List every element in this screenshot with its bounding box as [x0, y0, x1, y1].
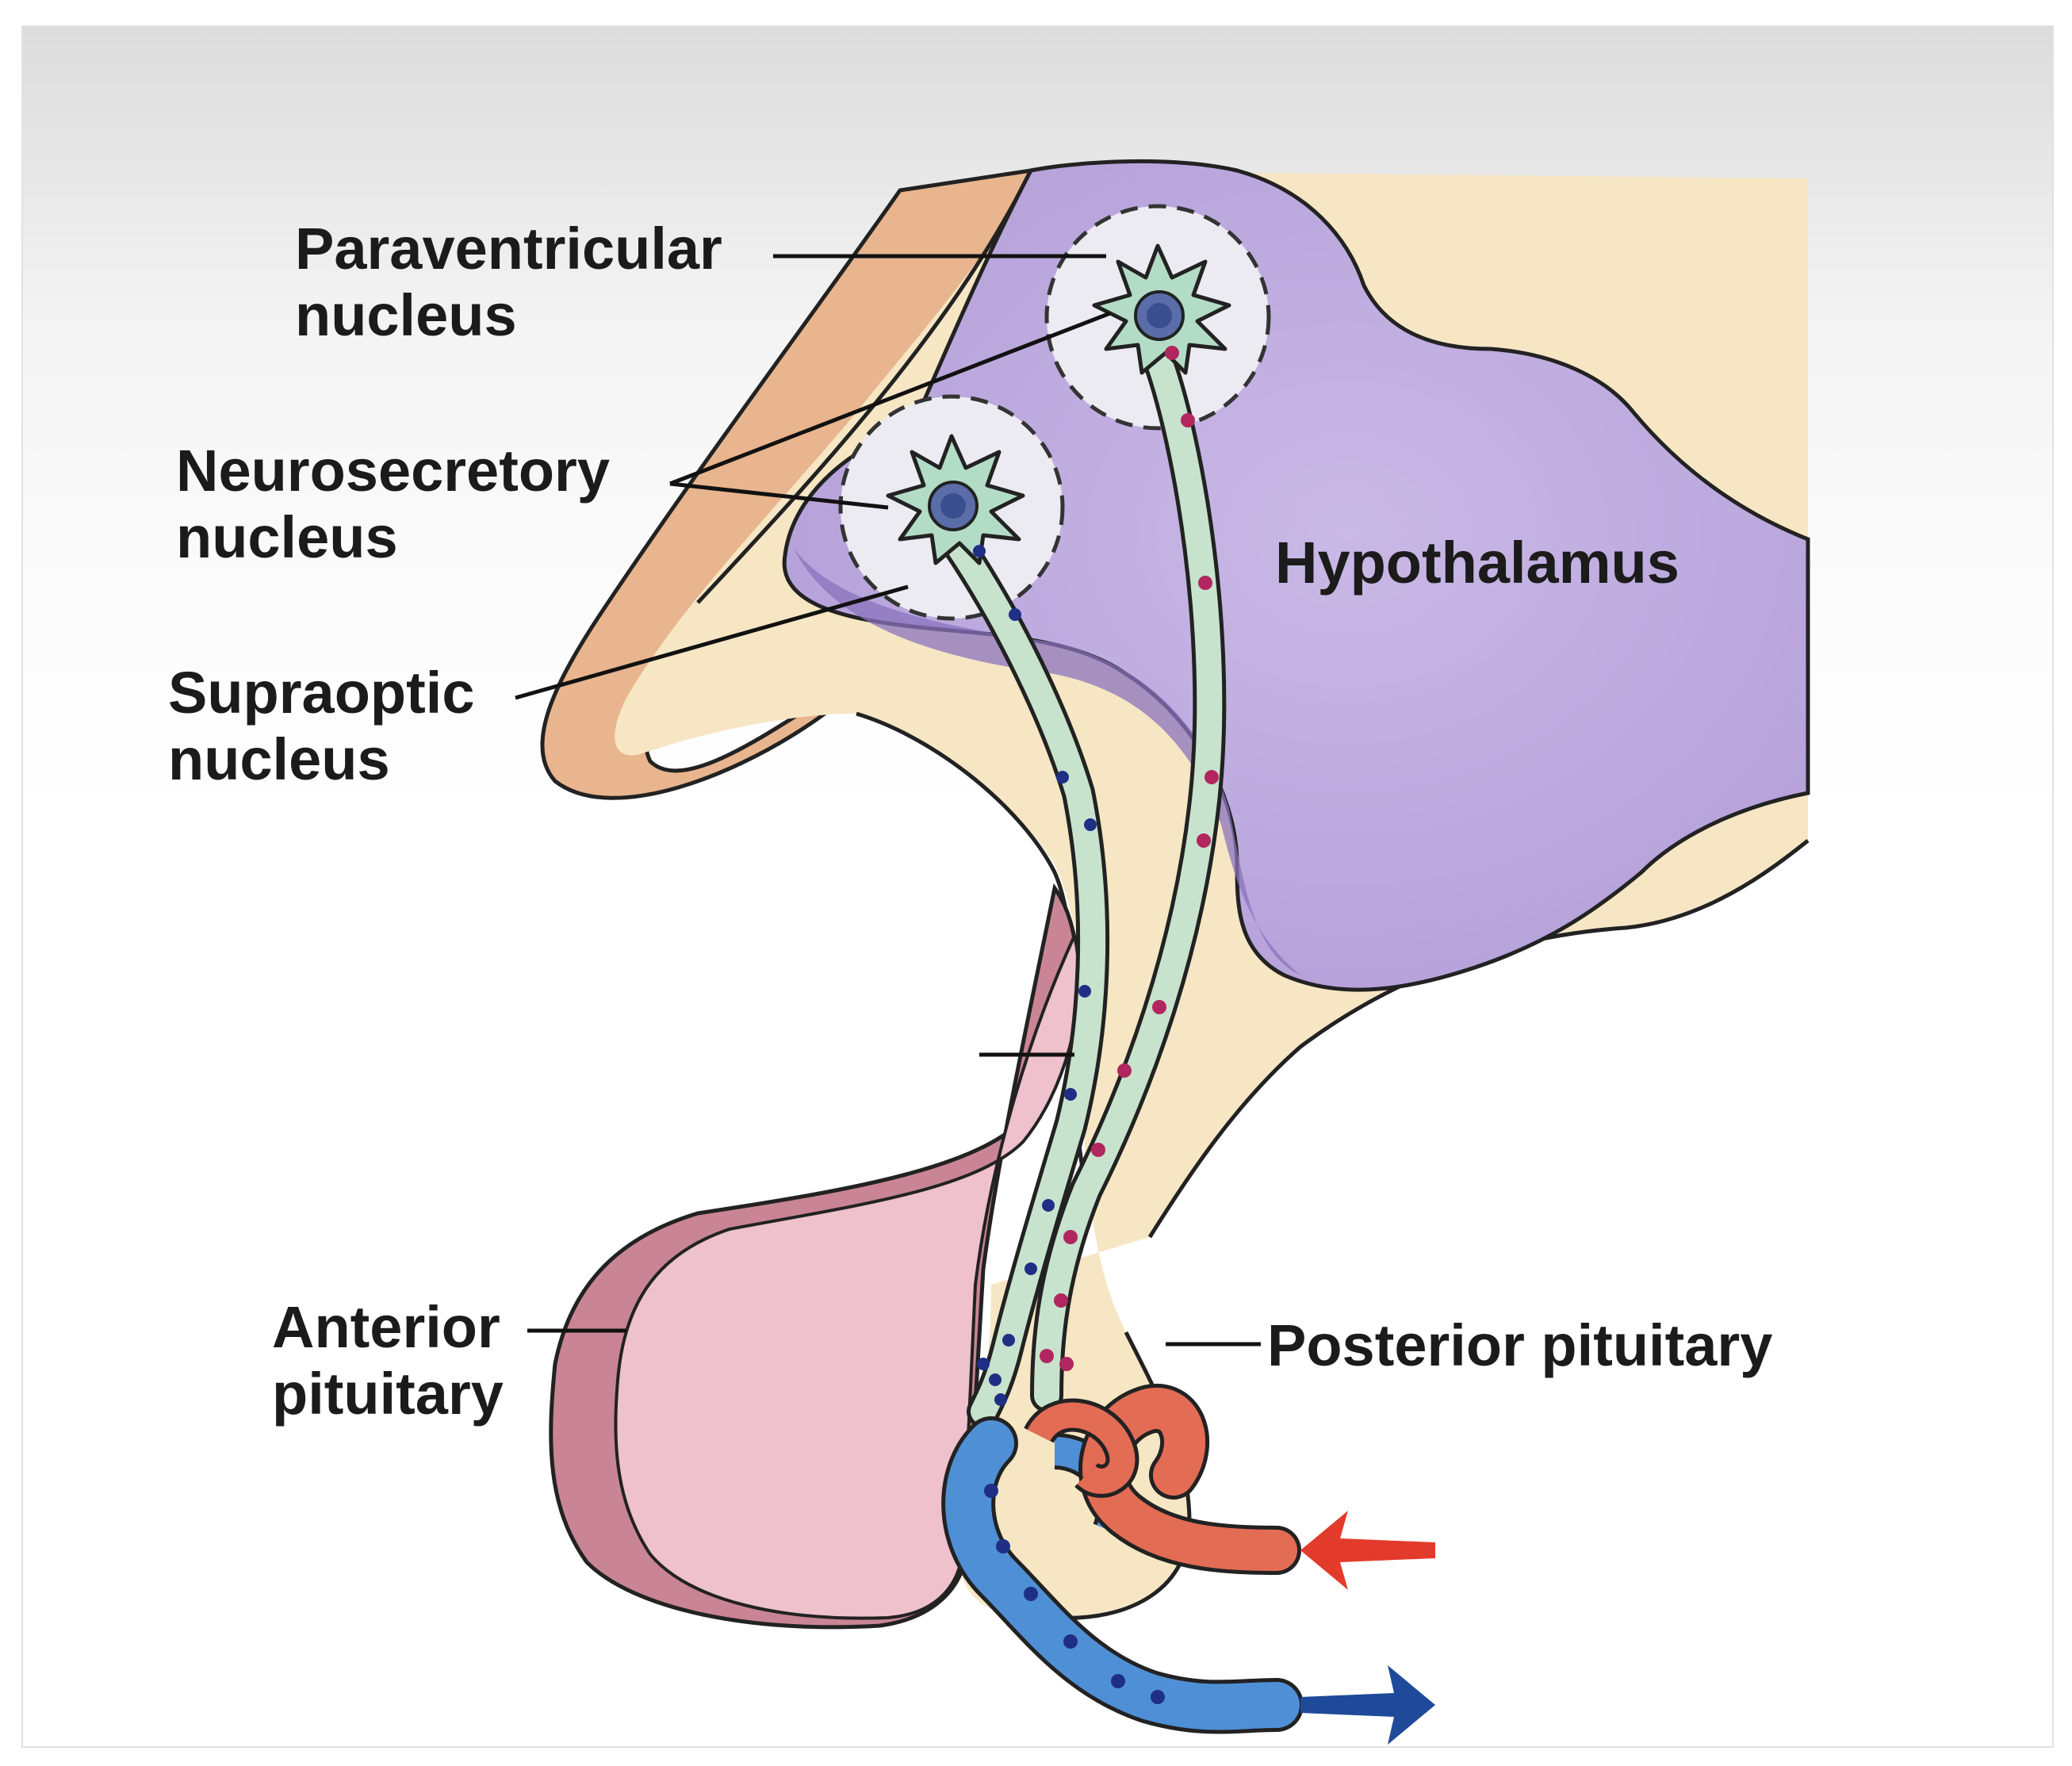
paraventricular-axon-fill [1034, 344, 1223, 1408]
hypothalamus-label: Hypothalamus [1275, 530, 1679, 596]
supraoptic-granules [973, 545, 1097, 1406]
artery-vessel [1024, 1384, 1301, 1575]
supraoptic-neuron [886, 434, 1025, 565]
blood-granules [984, 1484, 1165, 1704]
leader-lines [515, 254, 1261, 1347]
hypothalamus-region [782, 159, 1810, 992]
paraventricular-nucleus-label: Paraventricular nucleus [295, 216, 722, 348]
posterior-pituitary-label: Posterior pituitary [1267, 1312, 1773, 1378]
anterior-pituitary-label: Anterior pituitary [272, 1294, 504, 1427]
vein-outflow-arrow-icon [1300, 1665, 1435, 1745]
artery-inflow-arrow-icon [1300, 1511, 1435, 1590]
supraoptic-nucleus-label: Supraoptic nucleus [168, 660, 475, 792]
paraventricular-granules [1040, 346, 1219, 1371]
neurosecretory-nucleus-label: Neurosecretory nucleus [176, 438, 611, 570]
paraventricular-neuron [1092, 243, 1231, 375]
supraoptic-axon-fill [947, 534, 1106, 1424]
